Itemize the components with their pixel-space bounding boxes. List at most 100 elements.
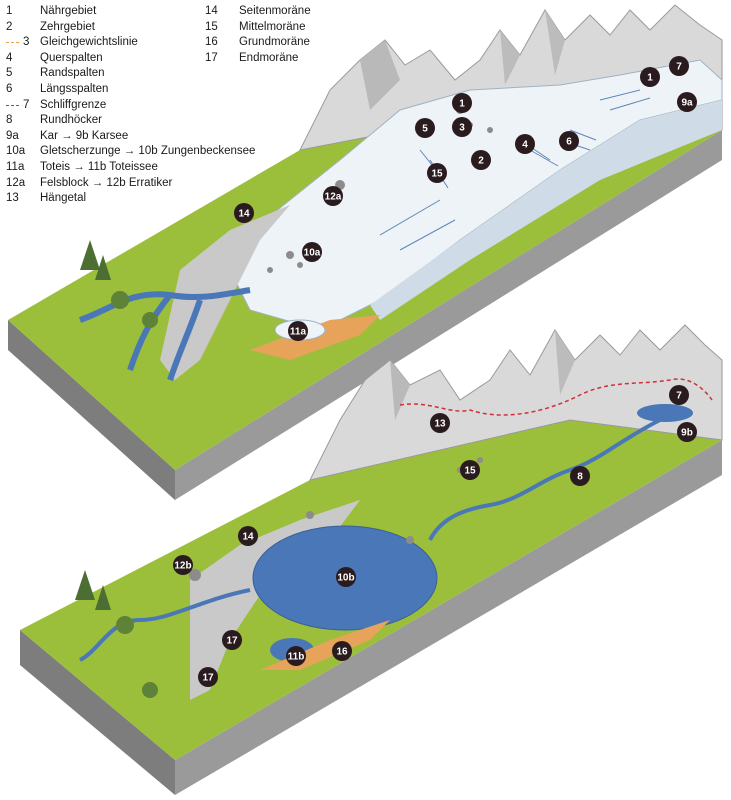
marker-circle [515, 134, 535, 154]
mountain-shadow [545, 10, 565, 75]
legend-label: Nährgebiet [40, 5, 97, 17]
legend-number: 16 [205, 36, 218, 49]
legend-number: 2 [6, 20, 13, 33]
legend-item: 1 Nährgebiet [6, 4, 255, 20]
legend-item: 3 Gleichgewichtslinie [6, 35, 255, 51]
marker-circle [669, 385, 689, 405]
marker-label: 5 [422, 124, 428, 135]
marker-circle [430, 413, 450, 433]
legend-number: 13 [6, 192, 19, 205]
legend-number: 15 [205, 20, 218, 33]
marker-label: 11b [288, 652, 305, 663]
legend-label: Endmoräne [239, 51, 299, 64]
marker-circle [288, 321, 308, 341]
postglacial-landscape-block [20, 324, 723, 795]
marker-label: 4 [522, 140, 528, 151]
legend-label: Hängetal [40, 192, 87, 205]
legend-item: 14 Seitenmoräne [205, 4, 311, 20]
marker-circle [427, 163, 447, 183]
marker-circle [238, 526, 258, 546]
marker-label: 12b [174, 561, 191, 572]
marker-circle [460, 460, 480, 480]
legend-label: Gleichgewichtslinie [40, 36, 138, 49]
legend-line-swatch [6, 42, 19, 44]
legend-item: 9a Kar → 9b Karsee [6, 129, 255, 145]
legend-number: 12a [6, 176, 26, 189]
marker-circle [323, 186, 343, 206]
marker-label: 16 [336, 647, 348, 658]
legend-number: 4 [6, 51, 13, 64]
marker-label: 11a [290, 327, 307, 338]
legend-label: Längsspalten [40, 82, 109, 95]
marker-label: 17 [226, 636, 238, 647]
marker-label: 6 [566, 137, 572, 148]
marker-label: 9a [681, 98, 693, 109]
trees [75, 570, 158, 698]
marker-label: 12a [325, 192, 342, 203]
block-right-face [175, 130, 722, 500]
marker-circle [669, 56, 689, 76]
marker-circle [640, 67, 660, 87]
legend-label: Querspalten [40, 51, 103, 64]
marker-circle [471, 150, 491, 170]
legend-label: Mittelmoräne [239, 20, 306, 33]
marker-circle [415, 118, 435, 138]
legend-number: 11a [6, 160, 25, 173]
marker-circle [452, 117, 472, 137]
legend-label: Grundmoräne [239, 36, 310, 49]
legend-line-swatch [6, 104, 19, 106]
legend-label: Felsblock → 12b Erratiker [40, 176, 173, 189]
mountain-shadow [360, 40, 400, 110]
glaciated-landscape-block [8, 4, 723, 500]
legend-item: 12a Felsblock → 12b Erratiker [6, 176, 255, 192]
marker-label: 17 [202, 673, 214, 684]
marker-label: 3 [459, 123, 465, 134]
block-front-face [8, 320, 175, 500]
trimline [399, 378, 713, 416]
glacier-edge [370, 100, 722, 320]
marker-label: 14 [238, 209, 250, 220]
marker-label: 7 [676, 62, 682, 73]
marker-label: 10a [304, 248, 321, 259]
block-front-face [20, 630, 175, 795]
marker-circle [452, 93, 472, 113]
legend-item: 13 Hängetal [6, 191, 255, 207]
legend-number: 9a [6, 129, 19, 142]
legend-item: 6 Längsspalten [6, 82, 255, 98]
marker-circle [234, 203, 254, 223]
marker-circle [302, 242, 322, 262]
legend-label: Schliffgrenze [40, 98, 107, 111]
marker-circle [570, 466, 590, 486]
marker-label: 13 [434, 419, 446, 430]
legend-number: 14 [205, 5, 218, 17]
legend-item: 16 Grundmoräne [205, 35, 311, 51]
marker-label: 10b [337, 573, 354, 584]
mountain-shadow [500, 30, 520, 85]
legend-number: 8 [6, 114, 13, 127]
legend-label: Randspalten [40, 67, 105, 80]
marker-circle [222, 630, 242, 650]
trees [80, 240, 158, 328]
legend-number: 6 [6, 82, 13, 95]
marker-label: 14 [242, 532, 254, 543]
marker-label: 2 [478, 156, 484, 167]
legend-label: Rundhöcker [40, 114, 103, 127]
marker-circle [173, 555, 193, 575]
mountain-shadow [390, 360, 410, 420]
legend-number: 10a [6, 145, 26, 158]
legend-label: Kar → 9b Karsee [40, 129, 129, 142]
meltwater-river [79, 287, 251, 381]
marker-circle [336, 567, 356, 587]
legend-number: 1 [6, 5, 13, 17]
legend-number: 3 [23, 36, 30, 49]
legend-label: Seitenmoräne [239, 5, 311, 17]
marker-circle [677, 92, 697, 112]
marker-label: 1 [459, 99, 465, 110]
legend-item: 8 Rundhöcker [6, 113, 255, 129]
